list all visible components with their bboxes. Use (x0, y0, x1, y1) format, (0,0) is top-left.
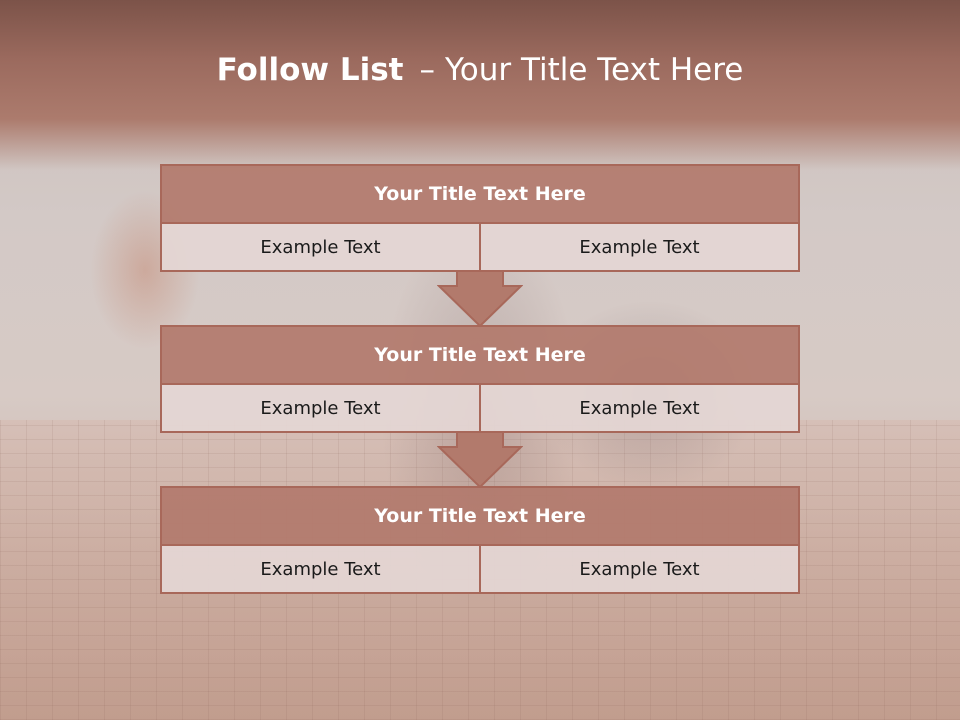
block-title: Your Title Text Here (162, 488, 798, 546)
title-rest: Your Title Text Here (444, 52, 744, 88)
block-title: Your Title Text Here (162, 166, 798, 224)
list-block-3: Your Title Text Here Example Text Exampl… (160, 486, 800, 594)
block-cell-left: Example Text (162, 546, 479, 592)
block-cell-right: Example Text (479, 385, 798, 431)
down-arrow-icon (437, 270, 523, 328)
header-band (0, 0, 960, 170)
title-dash: – (419, 52, 435, 88)
block-cell-right: Example Text (479, 546, 798, 592)
block-row: Example Text Example Text (162, 224, 798, 270)
slide-title: Follow List–Your Title Text Here (0, 52, 960, 88)
block-title: Your Title Text Here (162, 327, 798, 385)
block-cell-left: Example Text (162, 224, 479, 270)
block-cell-right: Example Text (479, 224, 798, 270)
title-bold: Follow List (216, 52, 404, 88)
block-cell-left: Example Text (162, 385, 479, 431)
block-row: Example Text Example Text (162, 385, 798, 431)
down-arrow-icon (437, 431, 523, 489)
list-block-2: Your Title Text Here Example Text Exampl… (160, 325, 800, 433)
list-block-1: Your Title Text Here Example Text Exampl… (160, 164, 800, 272)
block-row: Example Text Example Text (162, 546, 798, 592)
